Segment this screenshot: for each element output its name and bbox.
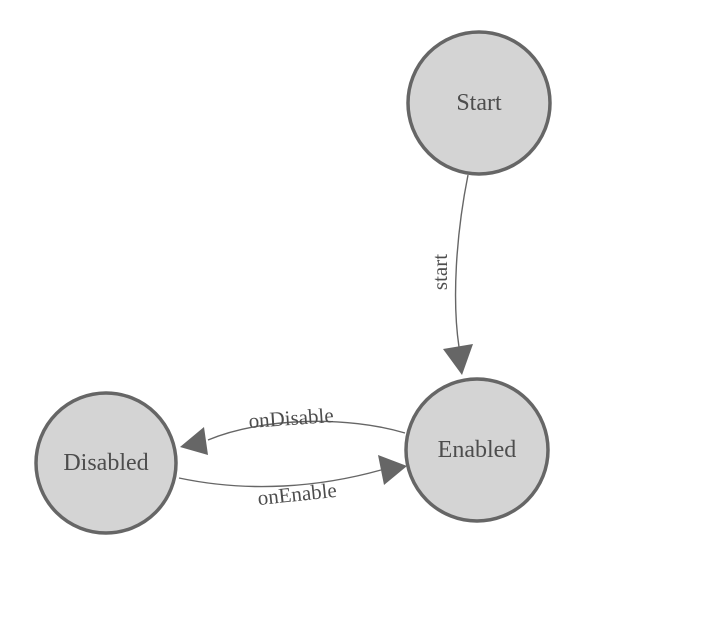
arrowhead-left-icon — [180, 427, 208, 455]
state-node-start-circle — [406, 30, 552, 176]
state-node-enabled-label: Enabled — [438, 437, 517, 463]
state-node-disabled-label: Disabled — [63, 450, 148, 476]
edge-start-to-enabled: start — [428, 174, 473, 375]
edge-disabled-to-enabled: onEnable — [178, 455, 407, 510]
arrowhead-down-icon — [443, 344, 473, 375]
state-node-disabled-circle — [34, 391, 178, 535]
edge-enabled-to-disabled-path — [207, 420, 406, 441]
state-node-start-label: Start — [456, 90, 502, 116]
edge-enabled-to-disabled: onDisable — [180, 403, 406, 455]
edge-ondisable-label: onDisable — [248, 403, 335, 433]
arrowhead-right-icon — [378, 455, 407, 485]
edge-start-to-enabled-path — [454, 174, 469, 348]
edge-disabled-to-enabled-path — [178, 469, 382, 488]
edge-onenable-label: onEnable — [256, 478, 337, 510]
state-node-start: Start — [406, 30, 552, 176]
state-node-enabled: Enabled — [404, 377, 550, 523]
state-node-enabled-circle — [404, 377, 550, 523]
edge-start-label: start — [428, 254, 452, 290]
state-node-disabled: Disabled — [34, 391, 178, 535]
